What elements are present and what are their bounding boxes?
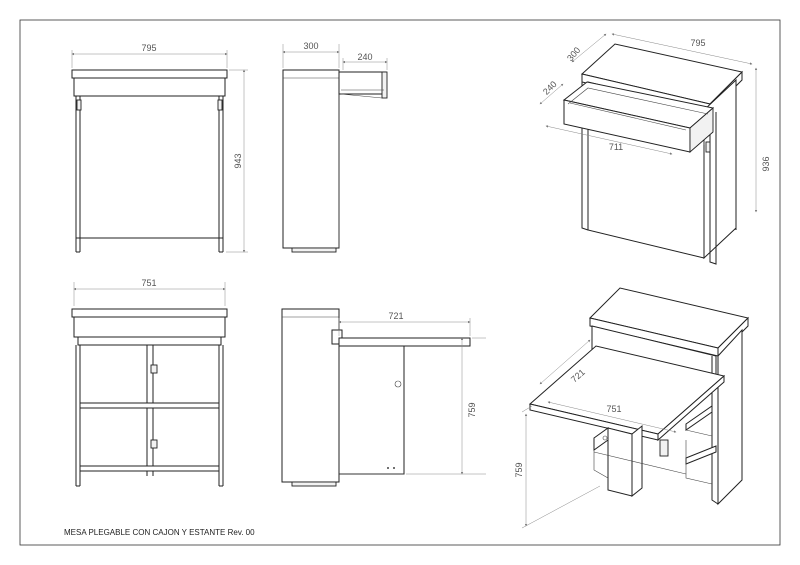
side-open-height-dimension: 759 bbox=[467, 402, 477, 417]
drawing-title: MESA PLEGABLE CON CAJON Y ESTANTE Rev. 0… bbox=[64, 528, 255, 537]
iso-view-closed: 300 795 240 711 936 bbox=[539, 33, 771, 265]
iso-view-open: 721 751 759 bbox=[514, 287, 749, 529]
front-view-open: 751 bbox=[71, 278, 228, 487]
drawer-extension-dimension: 240 bbox=[357, 52, 372, 62]
side-depth-dimension: 300 bbox=[303, 41, 318, 51]
iso-open-height-dimension: 759 bbox=[514, 462, 524, 477]
front-height-dimension: 943 bbox=[233, 153, 243, 168]
side-view-open: 721 759 bbox=[281, 308, 486, 487]
front-width-dimension: 795 bbox=[141, 43, 156, 53]
side-view-closed: 300 240 bbox=[282, 41, 388, 253]
front-view-closed: 795 943 bbox=[71, 43, 248, 253]
front-open-width-dimension: 751 bbox=[141, 278, 156, 288]
iso-height-dimension: 936 bbox=[761, 156, 771, 171]
iso-drawer-depth-dimension: 240 bbox=[541, 79, 559, 97]
iso-open-width-dimension: 751 bbox=[606, 404, 621, 414]
iso-depth-dimension: 300 bbox=[565, 45, 582, 63]
iso-drawer-width-dimension: 711 bbox=[609, 142, 623, 152]
side-open-depth-dimension: 721 bbox=[388, 311, 403, 321]
sheet-border bbox=[19, 19, 781, 546]
iso-width-dimension: 795 bbox=[690, 38, 705, 48]
